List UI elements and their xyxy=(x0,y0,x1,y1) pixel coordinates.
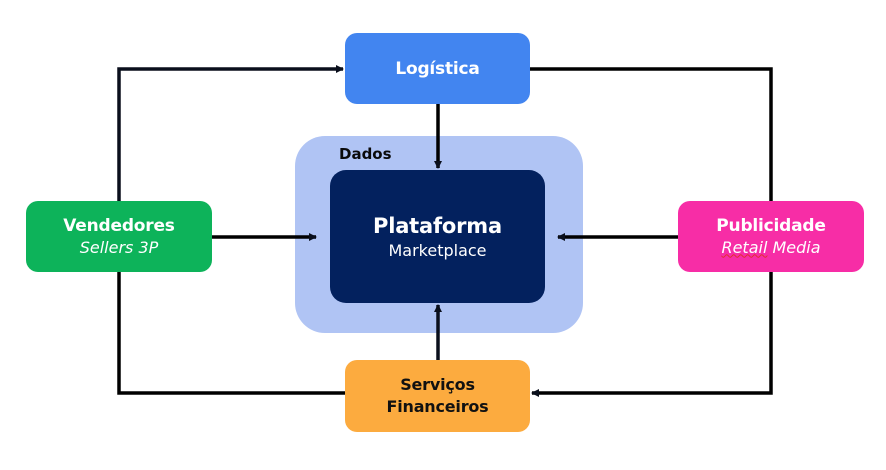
plataforma-subtitle: Marketplace xyxy=(388,240,487,260)
vendedores-node[interactable]: Vendedores Sellers 3P xyxy=(26,201,212,272)
vendedores-title: Vendedores xyxy=(63,215,175,236)
plataforma-node[interactable]: Plataforma Marketplace xyxy=(330,170,545,303)
edge-logistica-publicidade xyxy=(530,67,773,201)
edge-vendedores-servicos xyxy=(117,272,345,395)
servicos-financeiros-node[interactable]: Serviços Financeiros xyxy=(345,360,530,432)
servicos-title-line1: Serviços xyxy=(400,375,475,394)
logistica-title: Logística xyxy=(395,58,480,79)
plataforma-title: Plataforma xyxy=(373,213,502,238)
publicidade-title: Publicidade xyxy=(716,215,826,236)
edge-vendedores-logistica xyxy=(117,65,344,201)
publicidade-node[interactable]: Publicidade Retail Media xyxy=(678,201,864,272)
edge-publicidade-servicos xyxy=(531,272,773,397)
dados-label: Dados xyxy=(339,145,392,163)
publicidade-subtitle-word2: Media xyxy=(772,237,821,257)
publicidade-subtitle-word1: Retail xyxy=(721,237,768,257)
servicos-title-line2: Financeiros xyxy=(386,397,489,416)
vendedores-subtitle: Sellers 3P xyxy=(79,237,159,257)
publicidade-subtitle: Retail Media xyxy=(721,237,820,259)
logistica-node[interactable]: Logística xyxy=(345,33,530,104)
